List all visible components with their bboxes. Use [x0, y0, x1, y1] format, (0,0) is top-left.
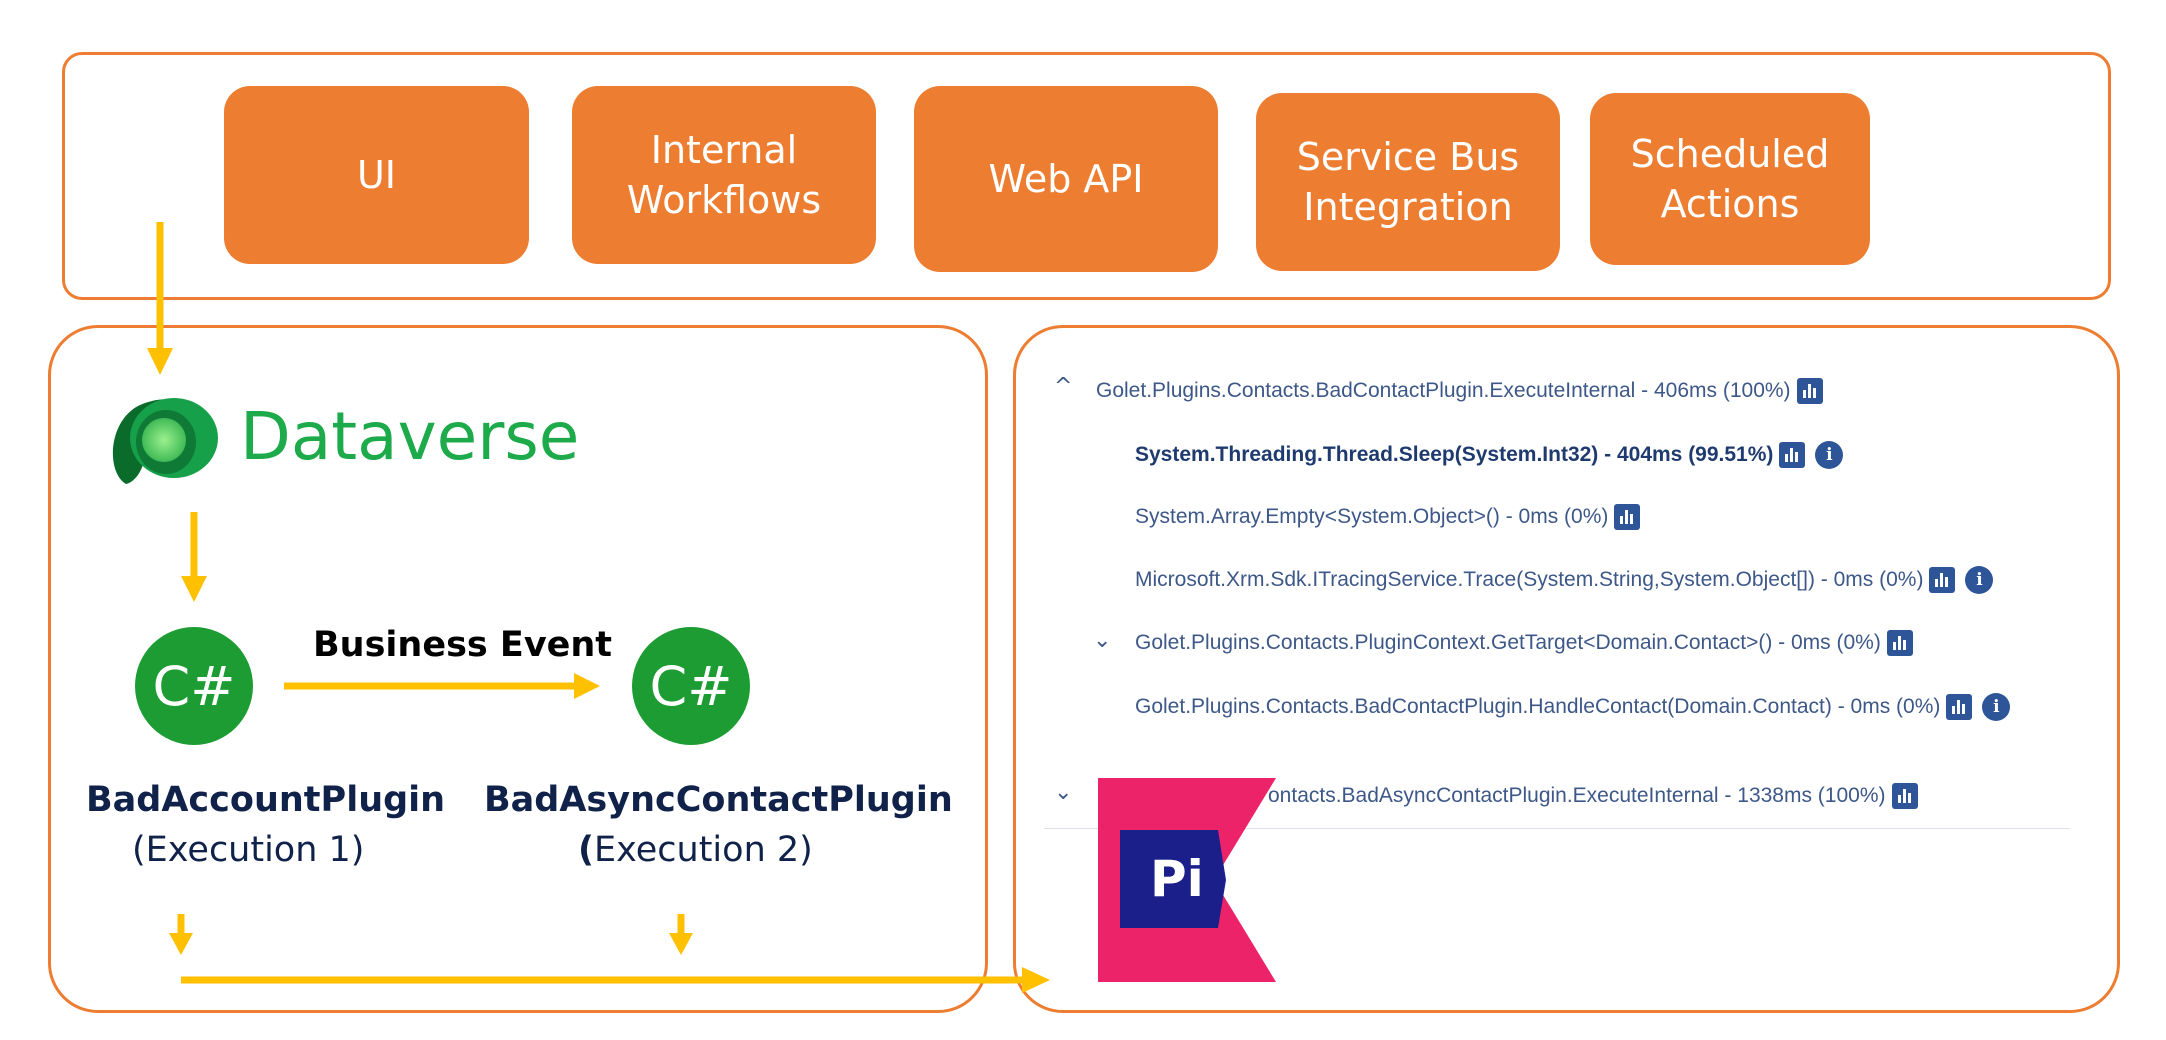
arrow-head: [169, 933, 193, 955]
dataverse-logo-icon: [112, 398, 218, 484]
chevron-down-icon[interactable]: ⌄: [1054, 780, 1073, 805]
source-ui-box: UI: [224, 86, 529, 264]
trace-row-6-text: Golet.Plugins.Contacts.BadContactPlugin.…: [1135, 695, 1941, 718]
plugin-1-execution: (Execution 1): [132, 830, 365, 870]
trace-row-1[interactable]: Golet.Plugins.Contacts.BadContactPlugin.…: [1096, 376, 1823, 406]
trace-row-6[interactable]: Golet.Plugins.Contacts.BadContactPlugin.…: [1135, 692, 2011, 722]
info-icon[interactable]: i: [1815, 441, 1844, 469]
plugin-2-execution-text: Execution 2): [594, 830, 813, 870]
csharp-icon-plugin-2: C#: [632, 627, 750, 745]
info-icon[interactable]: i: [1965, 566, 1994, 594]
csharp-icon-plugin-1: C#: [135, 627, 253, 745]
trace-row-3-text: System.Array.Empty<System.Object>() - 0m…: [1135, 505, 1609, 528]
trace-row-3[interactable]: System.Array.Empty<System.Object>() - 0m…: [1135, 502, 1641, 532]
chart-icon[interactable]: [1614, 504, 1641, 530]
arrow-head: [147, 348, 173, 375]
arrow-head: [574, 673, 600, 699]
plugin-2-name: BadAsyncContactPlugin: [484, 780, 953, 820]
plugin-2-execution-paren: (: [578, 830, 594, 870]
trace-row-4-text: Microsoft.Xrm.Sdk.ITracingService.Trace(…: [1135, 568, 1924, 591]
chart-icon[interactable]: [1886, 630, 1913, 656]
arrow-head: [181, 576, 207, 602]
trace-row-5[interactable]: Golet.Plugins.Contacts.PluginContext.Get…: [1135, 628, 1913, 658]
trace-row-7-text: ontacts.BadAsyncContactPlugin.ExecuteInt…: [1268, 784, 1886, 807]
trace-row-4[interactable]: Microsoft.Xrm.Sdk.ITracingService.Trace(…: [1135, 565, 1994, 595]
chart-icon[interactable]: [1946, 694, 1973, 720]
business-event-label: Business Event: [313, 625, 613, 665]
trace-divider: [1044, 828, 2070, 829]
trace-row-2-text: System.Threading.Thread.Sleep(System.Int…: [1135, 443, 1774, 466]
profiler-frame: [1013, 325, 2120, 1013]
chevron-up-icon[interactable]: ^: [1054, 374, 1073, 399]
plugin-2-execution: (Execution 2): [578, 830, 813, 870]
source-web-api-box: Web API: [914, 86, 1218, 272]
pi-logo-text: Pi: [1150, 850, 1204, 908]
arrow-head: [1022, 967, 1050, 993]
trace-row-7[interactable]: ontacts.BadAsyncContactPlugin.ExecuteInt…: [1268, 781, 1918, 811]
trace-row-1-text: Golet.Plugins.Contacts.BadContactPlugin.…: [1096, 379, 1791, 402]
source-internal-workflows-box: Internal Workflows: [572, 86, 876, 264]
chart-icon[interactable]: [1779, 442, 1806, 468]
pi-logo-icon: [1098, 778, 1276, 982]
arrow-head: [669, 933, 693, 955]
chart-icon[interactable]: [1929, 567, 1956, 593]
chart-icon[interactable]: [1891, 783, 1918, 809]
dataverse-label: Dataverse: [240, 398, 580, 475]
plugin-1-name: BadAccountPlugin: [86, 780, 446, 820]
source-service-bus-box: Service Bus Integration: [1256, 93, 1560, 271]
chevron-down-icon[interactable]: ⌄: [1093, 628, 1112, 653]
dataverse-frame: [48, 325, 988, 1013]
info-icon[interactable]: i: [1982, 693, 2011, 721]
pi-logo: Pi: [1098, 778, 1276, 982]
source-scheduled-actions-box: Scheduled Actions: [1590, 93, 1870, 265]
trace-row-2[interactable]: System.Threading.Thread.Sleep(System.Int…: [1135, 440, 1844, 470]
sources-frame: [62, 52, 2111, 300]
trace-row-5-text: Golet.Plugins.Contacts.PluginContext.Get…: [1135, 631, 1881, 654]
chart-icon[interactable]: [1796, 378, 1823, 404]
